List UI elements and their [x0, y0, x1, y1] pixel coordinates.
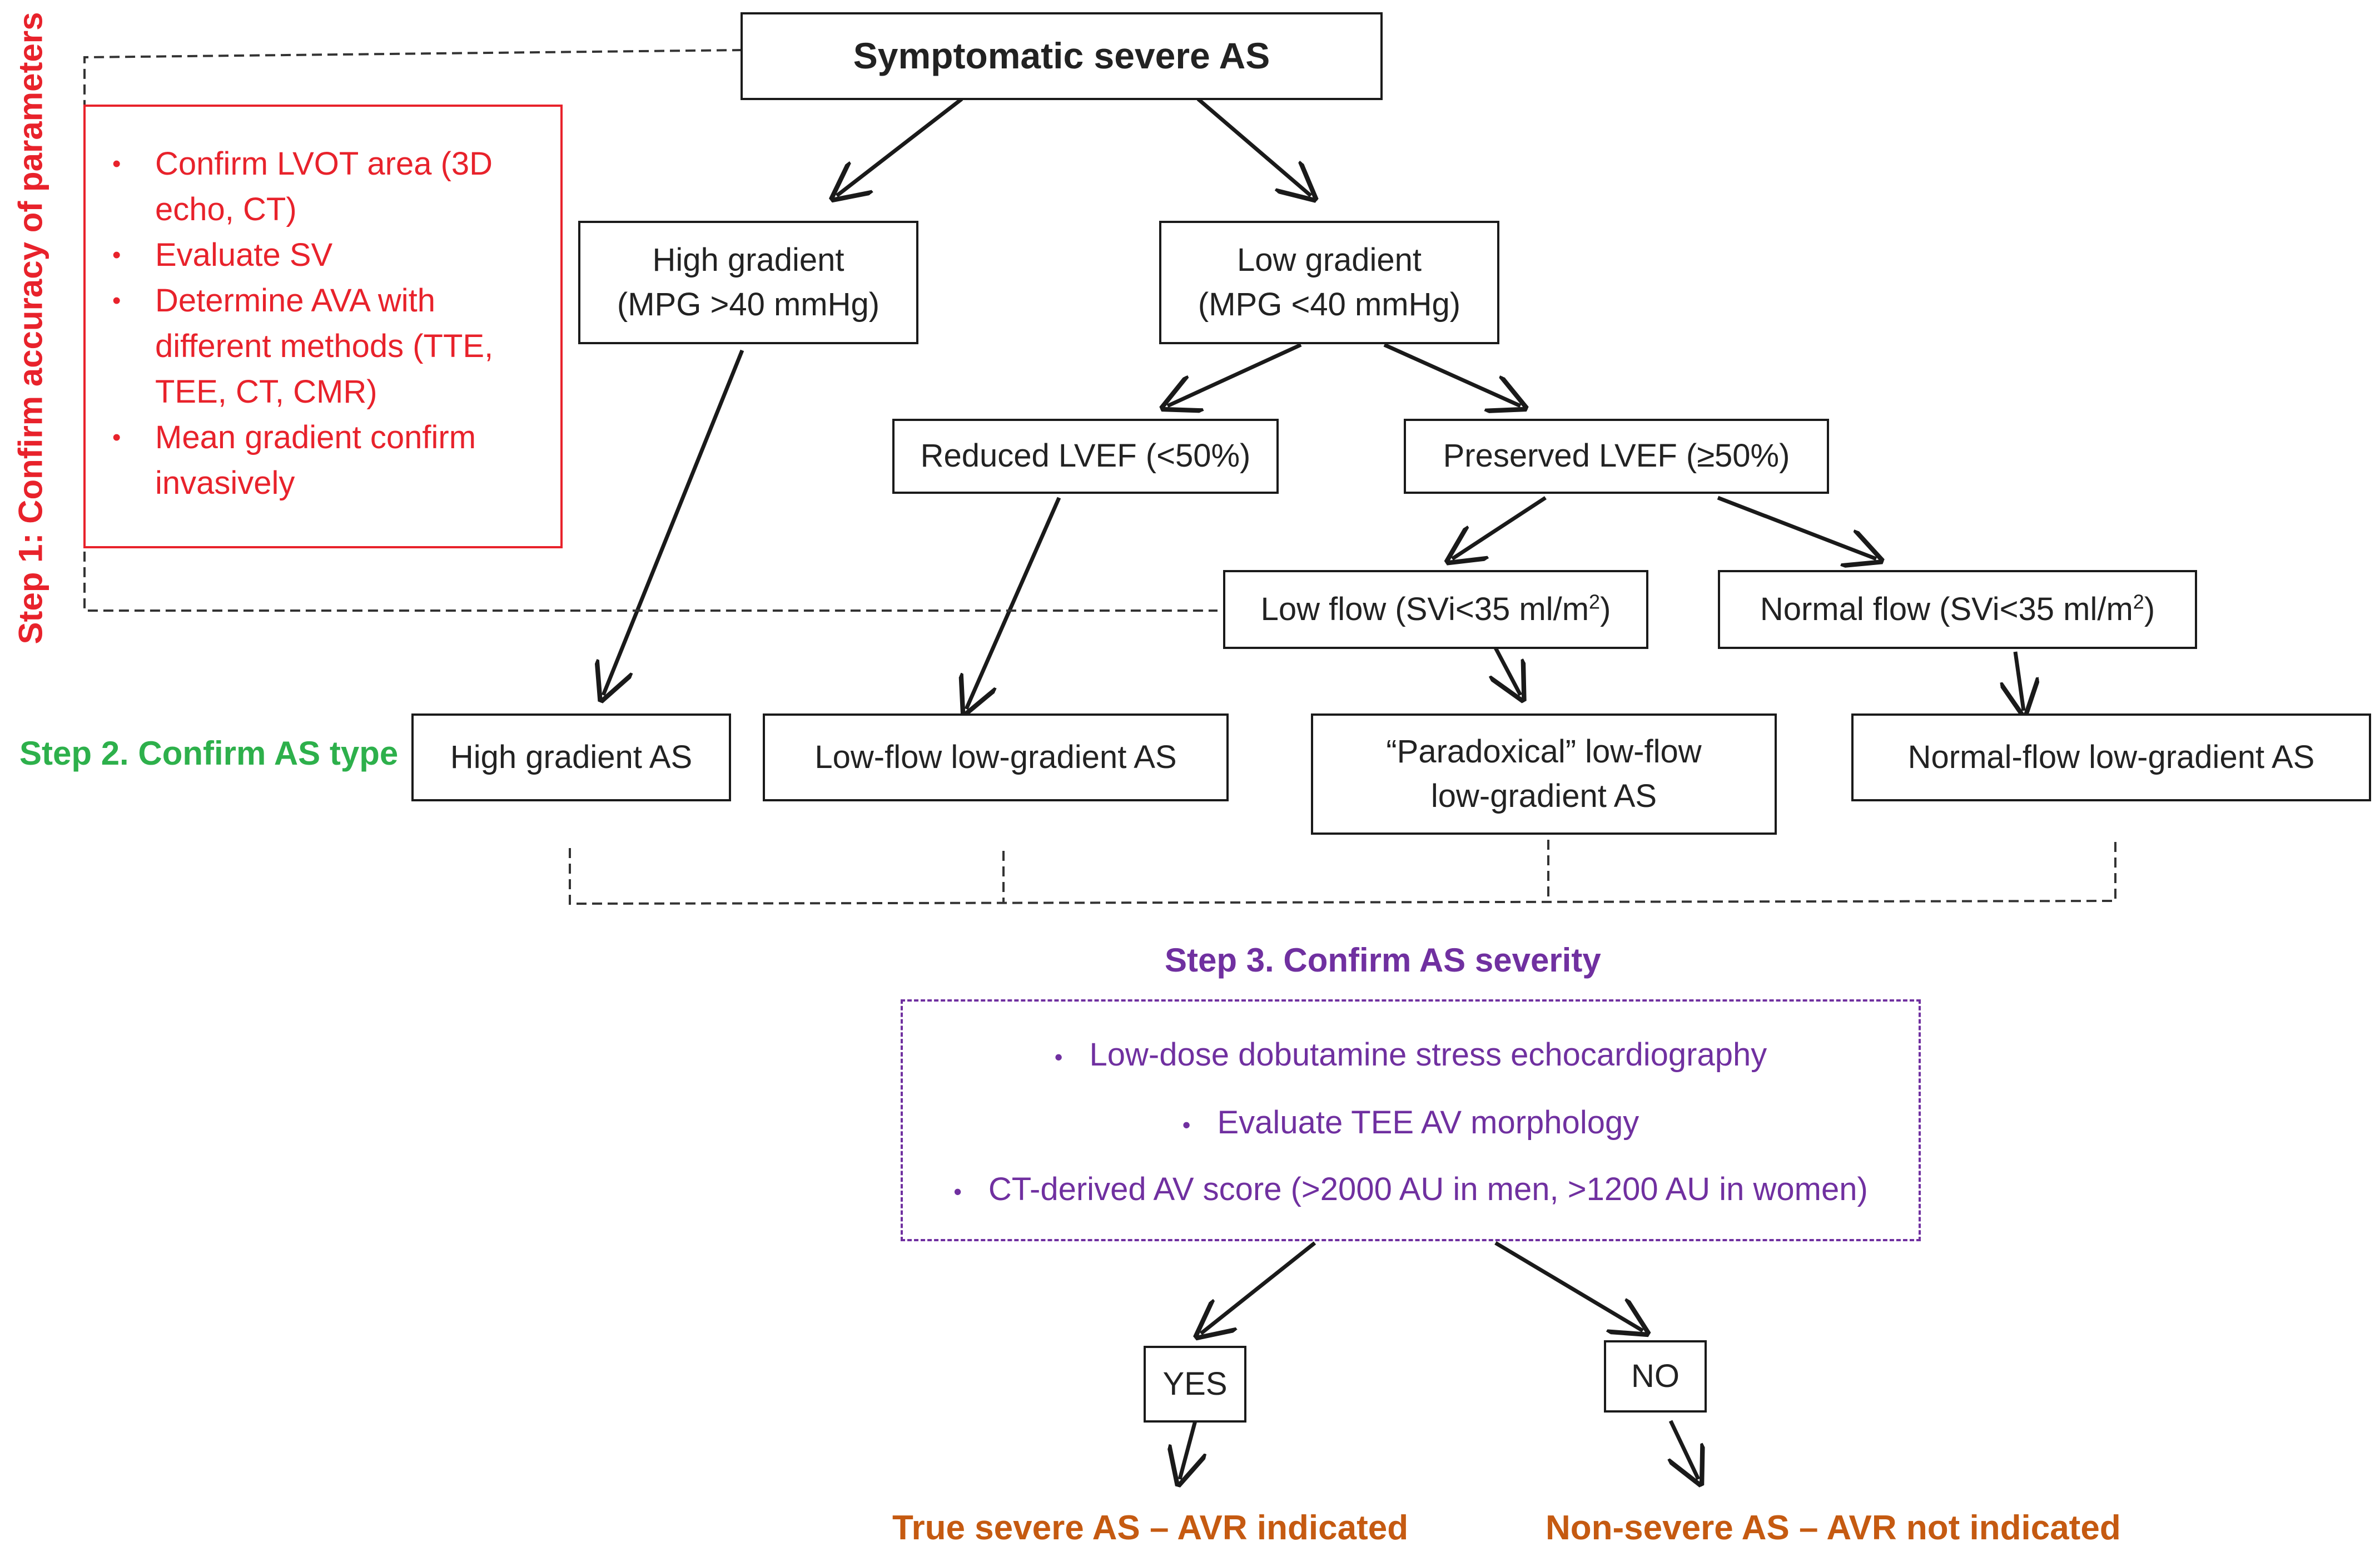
step1-item-line: different methods (TTE, [155, 328, 494, 364]
step3-item-text: Low-dose dobutamine stress echocardiogra… [1089, 1037, 1767, 1073]
low-gradient-line1: Low gradient [1236, 241, 1422, 278]
step1-list: Confirm LVOT area (3D echo, CT) Evaluate… [86, 141, 560, 506]
paradoxical-line2: low-gradient AS [1430, 778, 1657, 814]
low-flow-close: ) [1600, 591, 1611, 627]
step3-label: Step 3. Confirm AS severity [1165, 941, 1601, 979]
high-gradient-line2: (MPG >40 mmHg) [617, 286, 880, 323]
step3-item: • Low-dose dobutamine stress echocardiogr… [903, 1032, 1919, 1080]
step3-item: • Evaluate TEE AV morphology [903, 1100, 1919, 1148]
arrow-top-to-low [1196, 97, 1311, 196]
normal-flow-text: Normal flow (SVi<35 ml/m [1760, 591, 2133, 627]
node-paradoxical-lflg-as: “Paradoxical” low-flow low-gradient AS [1311, 713, 1777, 835]
step3-severity-box: • Low-dose dobutamine stress echocardiogr… [901, 999, 1921, 1241]
preserved-lvef-label: Preserved LVEF (≥50%) [1443, 438, 1790, 474]
low-gradient-line2: (MPG <40 mmHg) [1198, 286, 1461, 323]
arrow-reduced-to-lflg [966, 497, 1061, 709]
arrow-top-to-high [837, 97, 963, 196]
node-normal-flow: Normal flow (SVi<35 ml/m2) [1718, 570, 2197, 649]
step1-item-line: Determine AVA with [155, 283, 435, 319]
step1-item: Confirm LVOT area (3D echo, CT) [86, 141, 560, 232]
node-normal-flow-low-gradient-as: Normal-flow low-gradient AS [1851, 713, 2371, 801]
no-label: NO [1631, 1357, 1680, 1394]
arrow-preserved-to-lowflow [1452, 496, 1547, 559]
node-no: NO [1604, 1340, 1707, 1413]
high-gradient-line1: High gradient [652, 241, 844, 278]
arrow-lowflow-to-paradoxical [1495, 647, 1521, 695]
step3-item: • CT-derived AV score (>2000 AU in men, >… [903, 1167, 1919, 1215]
arrow-yes-to-result [1180, 1420, 1195, 1479]
step1-item: Determine AVA with different methods (TT… [86, 278, 560, 415]
normal-flow-close: ) [2144, 591, 2155, 627]
step1-item: Evaluate SV [86, 232, 560, 278]
node-high-gradient-as: High gradient AS [411, 713, 731, 801]
node-preserved-lvef: Preserved LVEF (≥50%) [1404, 419, 1829, 494]
lflg-as-label: Low-flow low-gradient AS [814, 739, 1177, 775]
arrow-high-to-hgas [603, 349, 744, 695]
step3-item-text: Evaluate TEE AV morphology [1217, 1104, 1639, 1141]
step1-item-line: invasively [155, 465, 295, 501]
normal-flow-sup: 2 [2133, 590, 2144, 613]
arrow-step3-to-yes [1201, 1241, 1316, 1334]
arrow-step3-to-no [1494, 1241, 1643, 1331]
nflg-as-label: Normal-flow low-gradient AS [1907, 739, 2315, 775]
node-high-gradient: High gradient (MPG >40 mmHg) [578, 221, 918, 344]
high-gradient-as-label: High gradient AS [450, 739, 693, 775]
bullet-icon: • [1054, 1043, 1063, 1070]
node-yes: YES [1144, 1346, 1246, 1423]
step3-item-text: CT-derived AV score (>2000 AU in men, >1… [988, 1171, 1868, 1207]
step1-item-line: Mean gradient confirm [155, 419, 476, 455]
result-true-severe: True severe AS – AVR indicated [892, 1509, 1409, 1547]
node-low-flow: Low flow (SVi<35 ml/m2) [1223, 570, 1648, 649]
step1-item: Mean gradient confirm invasively [86, 415, 560, 506]
result-non-severe: Non-severe AS – AVR not indicated [1546, 1509, 2121, 1547]
arrow-preserved-to-normalflow [1717, 495, 1876, 559]
arrow-low-to-preserved [1383, 343, 1521, 406]
low-flow-text: Low flow (SVi<35 ml/m [1260, 591, 1589, 627]
arrow-low-to-reduced [1167, 343, 1302, 406]
bullet-icon: • [953, 1178, 962, 1205]
step2-label: Step 2. Confirm AS type [19, 735, 399, 772]
yes-label: YES [1162, 1365, 1228, 1402]
reduced-lvef-label: Reduced LVEF (<50%) [920, 438, 1251, 474]
node-title: Symptomatic severe AS [853, 35, 1270, 77]
step1-item-line: Confirm LVOT area (3D [155, 146, 493, 182]
node-low-flow-low-gradient-as: Low-flow low-gradient AS [763, 713, 1229, 801]
step1-item-line: TEE, CT, CMR) [155, 374, 377, 410]
arrows [603, 97, 2024, 1479]
step1-item-line: Evaluate SV [155, 237, 333, 273]
arrow-normalflow-to-nflg [2015, 651, 2024, 711]
paradoxical-line1: “Paradoxical” low-flow [1386, 733, 1702, 770]
node-symptomatic-severe-as: Symptomatic severe AS [741, 12, 1383, 100]
step2-bracket [569, 840, 2116, 905]
low-flow-sup: 2 [1589, 590, 1601, 613]
bullet-icon: • [1182, 1111, 1191, 1138]
low-flow-label: Low flow (SVi<35 ml/m2) [1261, 587, 1611, 632]
node-reduced-lvef: Reduced LVEF (<50%) [892, 419, 1279, 494]
arrow-no-to-result [1671, 1420, 1698, 1479]
node-low-gradient: Low gradient (MPG <40 mmHg) [1159, 221, 1499, 344]
step1-item-line: echo, CT) [155, 191, 297, 227]
normal-flow-label: Normal flow (SVi<35 ml/m2) [1760, 587, 2155, 632]
step1-parameter-box: Confirm LVOT area (3D echo, CT) Evaluate… [83, 105, 563, 548]
step1-label: Step 1: Confirm accuracy of parameters [12, 12, 49, 645]
